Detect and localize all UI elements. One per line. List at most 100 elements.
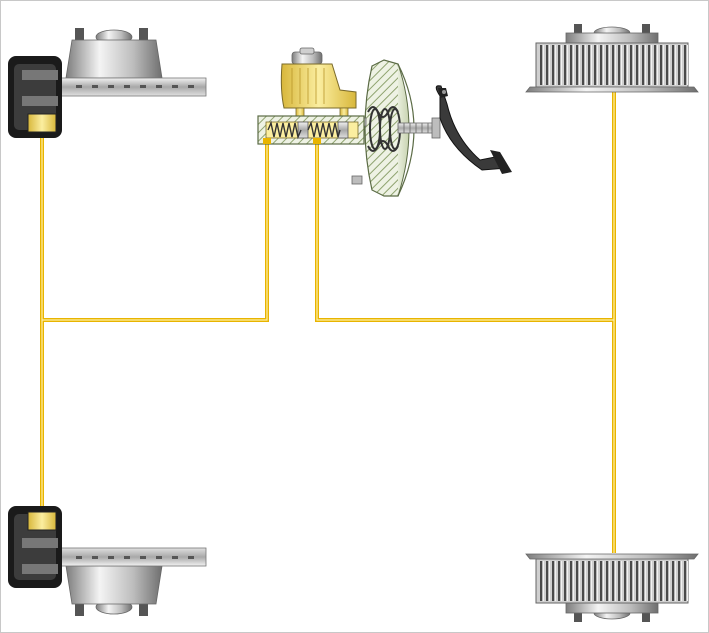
drum-fin-highlight bbox=[608, 45, 610, 85]
drum-fin-highlight bbox=[608, 561, 610, 601]
disc-rotor bbox=[57, 77, 207, 97]
drum-fin bbox=[600, 45, 603, 85]
rear-left-disc-brake bbox=[8, 506, 207, 616]
drum-fin bbox=[576, 561, 579, 601]
primary-piston bbox=[337, 121, 349, 139]
drum-fin bbox=[540, 45, 543, 85]
drum-fins bbox=[540, 45, 688, 85]
drum-fin bbox=[546, 45, 549, 85]
drum-fin bbox=[618, 561, 621, 601]
drum-fin bbox=[582, 45, 585, 85]
drum-fin-highlight bbox=[596, 45, 598, 85]
drum-fin-highlight bbox=[632, 561, 634, 601]
drum-fin-highlight bbox=[626, 561, 628, 601]
drum-fin bbox=[552, 45, 555, 85]
brake-lines bbox=[40, 90, 616, 553]
drum-fin-highlight bbox=[620, 561, 622, 601]
drum-fin-highlight bbox=[632, 45, 634, 85]
drum-fin-highlight bbox=[650, 45, 652, 85]
drum-fin bbox=[672, 561, 675, 601]
drum-fin bbox=[582, 561, 585, 601]
drum-fin-highlight bbox=[674, 561, 676, 601]
drum-fin-highlight bbox=[548, 45, 550, 85]
drum-fin-highlight bbox=[572, 45, 574, 85]
drum-fin bbox=[606, 45, 609, 85]
drum-fin bbox=[588, 561, 591, 601]
front-right-drum-brake bbox=[525, 24, 699, 93]
drum-fin bbox=[540, 561, 543, 601]
drum-fin bbox=[612, 45, 615, 85]
wheel-hub bbox=[65, 28, 163, 79]
drum-fin bbox=[666, 561, 669, 601]
drum-fin bbox=[558, 45, 561, 85]
drum-fin-highlight bbox=[638, 561, 640, 601]
drum-fin-highlight bbox=[542, 561, 544, 601]
caliper bbox=[8, 506, 62, 588]
drum-fin-highlight bbox=[590, 561, 592, 601]
front-left-disc-brake bbox=[8, 28, 207, 138]
drum-fin bbox=[684, 45, 687, 85]
drum-fins bbox=[540, 561, 688, 601]
drum-fin bbox=[588, 45, 591, 85]
drum-fin bbox=[564, 561, 567, 601]
brake-pedal bbox=[435, 85, 512, 174]
secondary-piston bbox=[297, 121, 309, 139]
drum-fin bbox=[570, 561, 573, 601]
drum-fin bbox=[618, 45, 621, 85]
drum-fin-highlight bbox=[584, 45, 586, 85]
drum-fin-highlight bbox=[578, 45, 580, 85]
drum-fin bbox=[678, 45, 681, 85]
drum-fin-highlight bbox=[596, 561, 598, 601]
drum-fin-highlight bbox=[554, 561, 556, 601]
drum-fin bbox=[654, 45, 657, 85]
drum-fin bbox=[654, 561, 657, 601]
drum-fin bbox=[606, 561, 609, 601]
drum-fin bbox=[648, 561, 651, 601]
drum-fin bbox=[594, 45, 597, 85]
drum-fin bbox=[630, 561, 633, 601]
drum-fin bbox=[570, 45, 573, 85]
drum-fin-highlight bbox=[668, 45, 670, 85]
drum-fin bbox=[630, 45, 633, 85]
drum-fin-highlight bbox=[584, 561, 586, 601]
outlet-port-1 bbox=[263, 138, 271, 144]
drum-fin bbox=[660, 561, 663, 601]
drum-fin bbox=[648, 45, 651, 85]
drum-fin-highlight bbox=[662, 45, 664, 85]
drum-fin bbox=[642, 561, 645, 601]
drum-fin-highlight bbox=[614, 45, 616, 85]
drum-fin bbox=[660, 45, 663, 85]
drum-fin-highlight bbox=[680, 561, 682, 601]
drum-fin bbox=[612, 561, 615, 601]
drum-fin bbox=[624, 45, 627, 85]
drum-fin-highlight bbox=[578, 561, 580, 601]
drum-fin bbox=[552, 561, 555, 601]
fluid-reservoir bbox=[280, 47, 357, 117]
drum-fin-highlight bbox=[572, 561, 574, 601]
drum-fin bbox=[636, 561, 639, 601]
drum-fin-highlight bbox=[638, 45, 640, 85]
drum-fin-highlight bbox=[668, 561, 670, 601]
drum-fin-highlight bbox=[686, 45, 688, 85]
drum-fin-highlight bbox=[566, 45, 568, 85]
brake-line-left-circuit bbox=[40, 135, 269, 512]
drum-fin-highlight bbox=[602, 561, 604, 601]
drum-fin bbox=[564, 45, 567, 85]
brake-booster bbox=[349, 59, 441, 197]
drum-fin-highlight bbox=[554, 45, 556, 85]
drum-fin-highlight bbox=[686, 561, 688, 601]
drum-fin-highlight bbox=[566, 561, 568, 601]
drum-fin bbox=[594, 561, 597, 601]
drum-fin bbox=[636, 45, 639, 85]
drum-fin bbox=[624, 561, 627, 601]
drum-fin-highlight bbox=[680, 45, 682, 85]
drum-fin bbox=[600, 561, 603, 601]
outlet-port-2 bbox=[313, 138, 321, 144]
drum-fin-highlight bbox=[560, 561, 562, 601]
brake-line-right-circuit bbox=[315, 90, 616, 553]
drum-fin-highlight bbox=[590, 45, 592, 85]
drum-fin-highlight bbox=[602, 45, 604, 85]
drum-fin bbox=[546, 561, 549, 601]
drum-fin bbox=[558, 561, 561, 601]
